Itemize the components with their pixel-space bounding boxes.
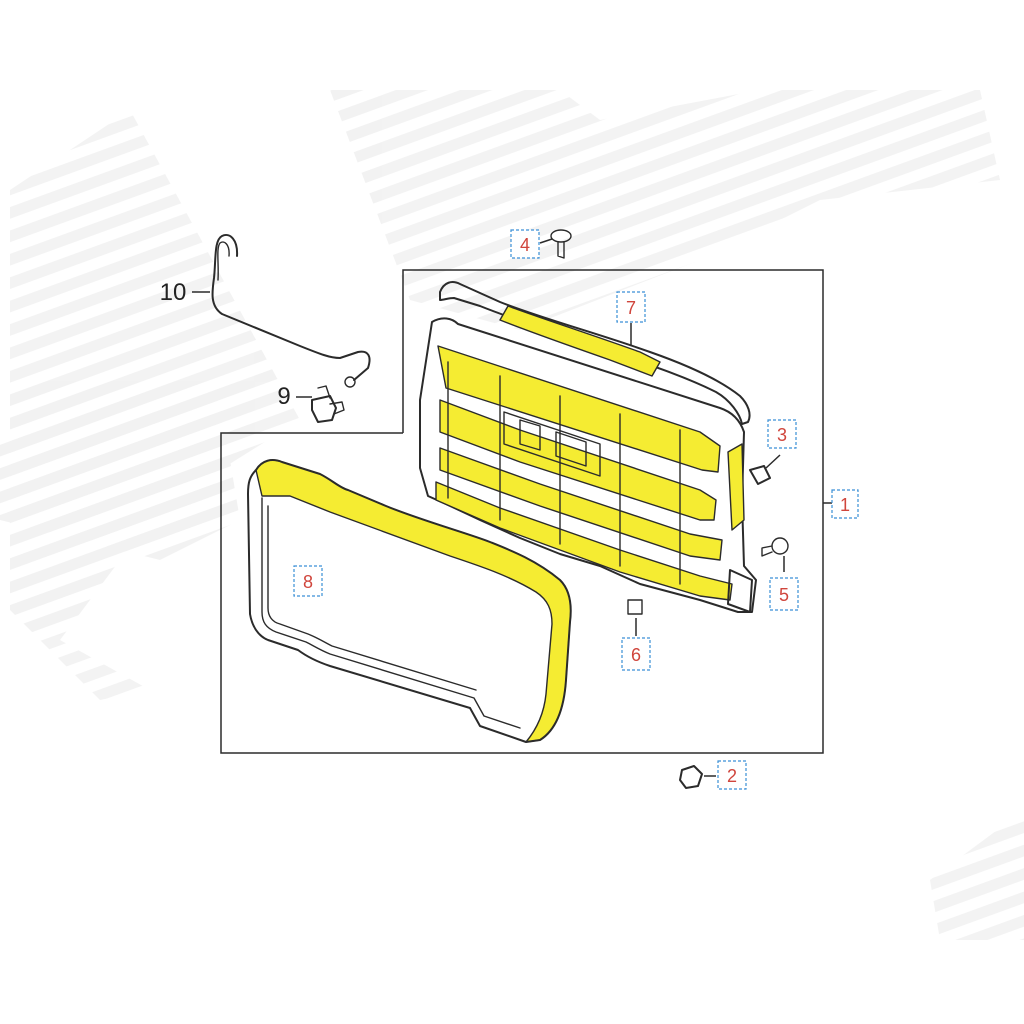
callout-4-label: 4 — [520, 235, 530, 255]
callout-1: 1 — [831, 489, 859, 519]
callout-7: 7 — [616, 291, 646, 345]
callout-8-label: 8 — [303, 572, 313, 592]
clip-icon — [311, 385, 345, 423]
callout-5-label: 5 — [779, 585, 789, 605]
callout-7-label: 7 — [626, 298, 636, 318]
assembly-frame — [220, 269, 832, 754]
push-pin-icon — [749, 454, 781, 485]
callout-3: 3 — [767, 419, 797, 449]
upper-molding-icon — [439, 281, 751, 425]
screw-icon — [761, 537, 789, 572]
screw-icon — [539, 229, 572, 259]
callout-1-label: 1 — [840, 495, 850, 515]
callout-5: 5 — [769, 577, 799, 611]
nut-icon — [679, 765, 716, 789]
callout-3-label: 3 — [777, 425, 787, 445]
callout-10: 10 — [160, 279, 210, 306]
grille-surround-trim-icon — [247, 459, 572, 743]
callout-2: 2 — [717, 760, 747, 790]
callout-8: 8 — [293, 565, 323, 597]
nut-icon — [627, 599, 643, 636]
grille-assembly-icon — [419, 317, 757, 613]
wiring-harness-icon — [211, 234, 371, 388]
callout-4: 4 — [510, 229, 540, 259]
callout-9-label: 9 — [277, 383, 290, 410]
callout-10-label: 10 — [160, 279, 187, 306]
callout-9: 9 — [277, 383, 312, 410]
callout-6: 6 — [621, 637, 651, 671]
callout-2-label: 2 — [727, 766, 737, 786]
callout-6-label: 6 — [631, 645, 641, 665]
